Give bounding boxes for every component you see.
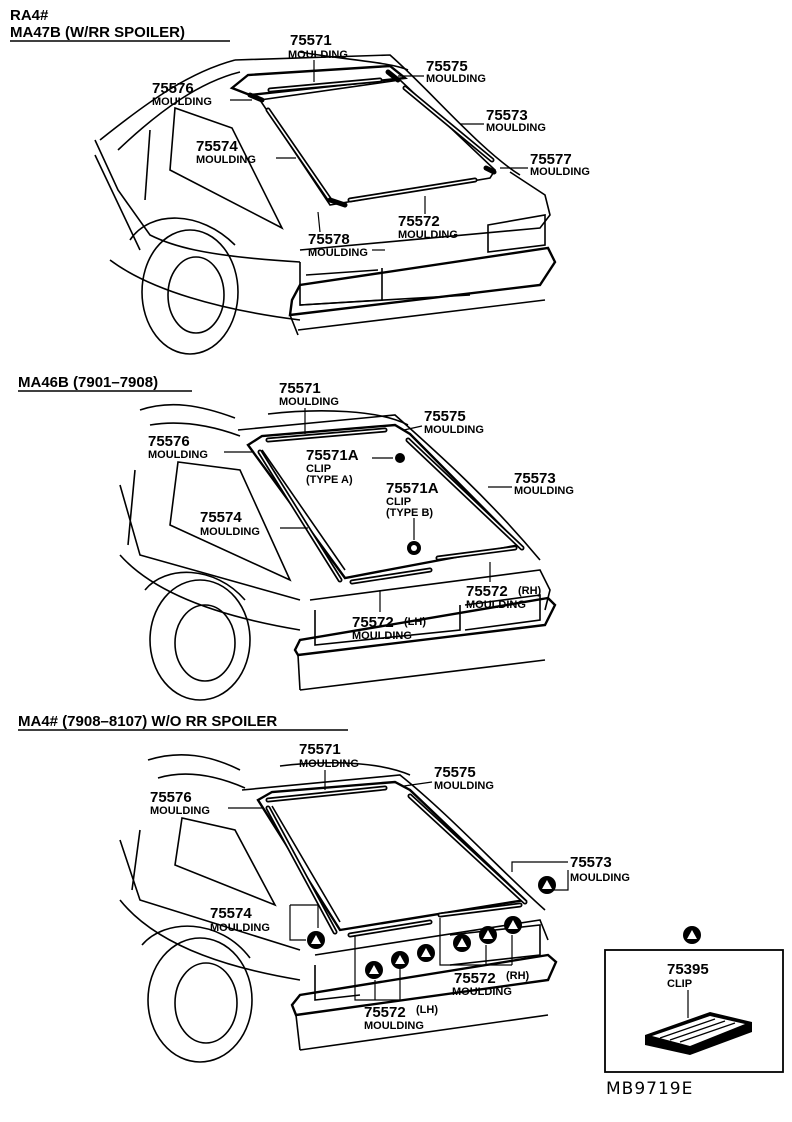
label-suffix: (RH)	[518, 585, 542, 597]
label-part-name: MOULDING	[466, 599, 526, 611]
leader-line	[403, 781, 433, 787]
label-part-name: MOULDING	[210, 922, 270, 934]
label-part-name: MOULDING	[299, 758, 359, 770]
label-part-number: 75576	[148, 433, 190, 450]
clip-part-name: CLIP	[667, 978, 692, 990]
label-part-name: MOULDING	[424, 424, 484, 436]
label-part-name: MOULDING	[148, 449, 208, 461]
label-suffix: (LH)	[416, 1004, 438, 1016]
label-part-number: 75578	[308, 231, 350, 248]
clip-part-ridges	[659, 1018, 736, 1043]
clip-part-number: 75395	[667, 961, 709, 978]
clip-marker-triangle-icon	[504, 916, 522, 934]
label-part-number: 75575	[426, 58, 468, 75]
label-part-number: 75576	[150, 789, 192, 806]
label-part-number: 75572	[352, 614, 394, 631]
label-part-number: 75572	[398, 213, 440, 230]
label-part-number: 75574	[196, 138, 238, 155]
label-part-name: MOULDING	[398, 229, 458, 241]
label-part-name: MOULDING	[288, 49, 348, 61]
label-part-number: 75576	[152, 80, 194, 97]
car-drawing-top	[94, 51, 557, 355]
clip-marker-triangle-icon	[307, 931, 325, 949]
detail-frame	[604, 949, 784, 1073]
leader-line	[317, 211, 321, 233]
clip-detail-box: 75395 CLIP	[604, 926, 784, 1073]
clip-marker-triangle-icon	[391, 951, 409, 969]
clip-marker-triangle-icon	[417, 944, 435, 962]
labels-top: 75571 MOULDING 75575 MOULDING 75576 MOUL…	[152, 32, 590, 259]
label-part-name: MOULDING	[152, 96, 212, 108]
label-part-number: 75577	[530, 151, 572, 168]
label-suffix: (LH)	[404, 616, 426, 628]
label-part-name: MOULDING	[150, 805, 210, 817]
leader-line	[403, 425, 423, 431]
car-drawing-bottom	[119, 754, 558, 1063]
label-part-name: MOULDING	[352, 630, 412, 642]
figure-code: MB9719E	[606, 1079, 693, 1099]
label-part-name: MOULDING	[530, 166, 590, 178]
label-part-name: MOULDING	[426, 73, 486, 85]
model-code: RA4#	[10, 7, 49, 24]
section-title-3: MA4# (7908–8107) W/O RR SPOILER	[18, 713, 277, 730]
leader-line	[354, 935, 401, 1001]
label-part-number: 75571	[290, 32, 332, 49]
label-part-name: MOULDING	[196, 154, 256, 166]
label-part-name: MOULDING	[308, 247, 368, 259]
label-part-number: 75572	[454, 970, 496, 987]
labels-middle: 75571 MOULDING 75575 MOULDING 75576 MOUL…	[148, 380, 574, 642]
label-part-number: 75575	[434, 764, 476, 781]
label-part-number: 75572	[466, 583, 508, 600]
label-part-name: CLIP	[306, 463, 331, 475]
label-part-name: MOULDING	[434, 780, 494, 792]
clip-marker-triangle-icon	[479, 926, 497, 944]
label-part-name: MOULDING	[570, 872, 630, 884]
label-note: (TYPE B)	[386, 507, 433, 519]
clip-marker-triangle-icon	[453, 934, 471, 952]
clip-marker-triangle-icon	[538, 876, 556, 894]
label-part-name: MOULDING	[200, 526, 260, 538]
label-part-name: CLIP	[386, 496, 411, 508]
leader-line	[439, 918, 513, 966]
leader-line	[289, 904, 319, 941]
section-title-1: MA47B (W/RR SPOILER)	[10, 24, 185, 41]
label-part-name: MOULDING	[514, 485, 574, 497]
label-part-number: 75572	[364, 1004, 406, 1021]
leader-line	[511, 861, 569, 891]
label-part-name: MOULDING	[452, 986, 512, 998]
label-suffix: (RH)	[506, 970, 530, 982]
label-part-name: MOULDING	[279, 396, 339, 408]
label-part-number: 75571	[279, 380, 321, 397]
label-part-number: 75571A	[306, 447, 359, 464]
label-part-name: MOULDING	[486, 122, 546, 134]
label-part-number: 75573	[514, 470, 556, 487]
labels-bottom: 75571 MOULDING 75575 MOULDING 75576 MOUL…	[150, 741, 630, 1032]
label-part-number: 75573	[570, 854, 612, 871]
label-part-number: 75571	[299, 741, 341, 758]
label-note: (TYPE A)	[306, 474, 353, 486]
label-part-number: 75574	[200, 509, 242, 526]
label-part-number: 75575	[424, 408, 466, 425]
label-part-number: 75574	[210, 905, 252, 922]
clip-marker-triangle-icon	[683, 926, 701, 944]
clip-marker-triangle-icon	[365, 961, 383, 979]
section-title-2: MA46B (7901–7908)	[18, 374, 158, 391]
car-drawing-middle	[119, 403, 557, 701]
label-part-name: MOULDING	[364, 1020, 424, 1032]
label-part-number: 75571A	[386, 480, 439, 497]
label-part-number: 75573	[486, 107, 528, 124]
